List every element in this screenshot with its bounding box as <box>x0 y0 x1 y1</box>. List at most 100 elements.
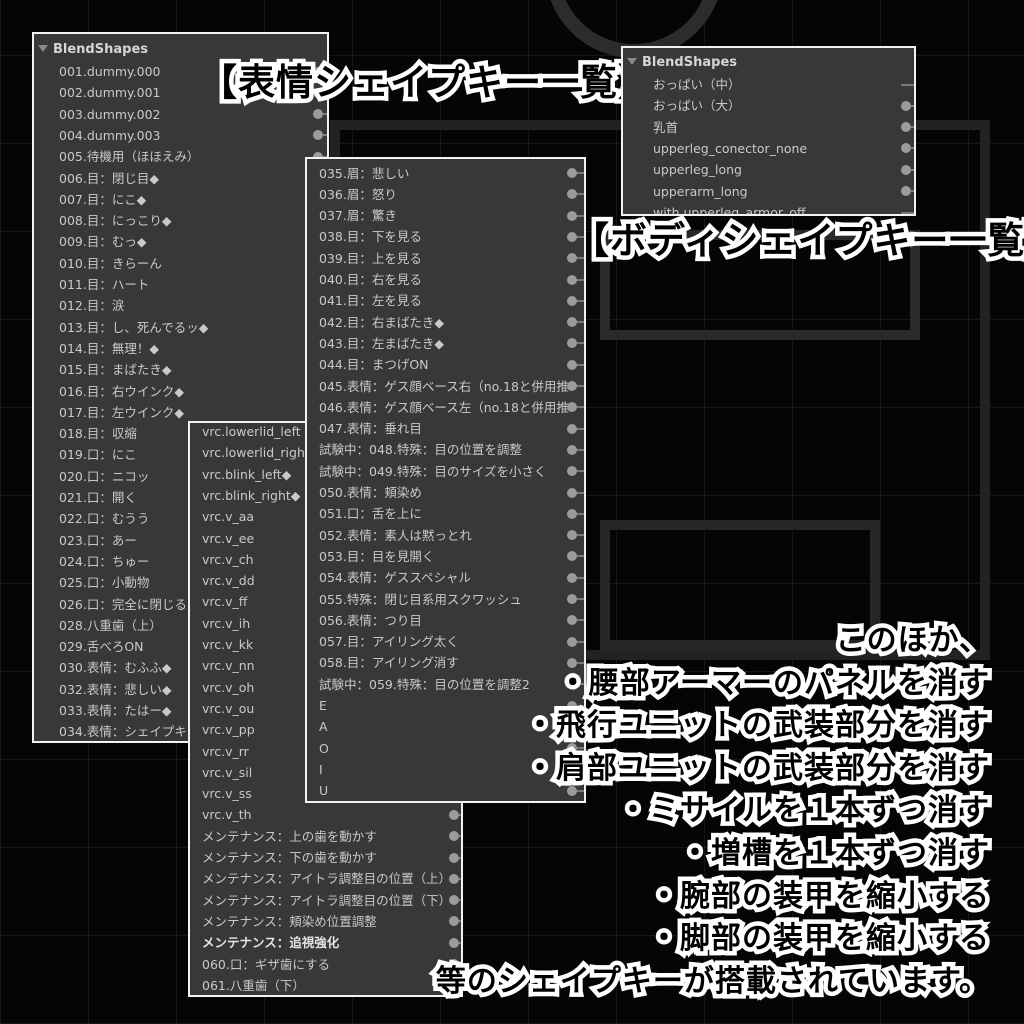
blendshape-row[interactable]: 040.目：右を見る <box>307 269 584 290</box>
blendshape-row[interactable]: 011.目：ハート <box>34 274 327 295</box>
blendshape-label: 056.表情：つり目 <box>319 612 422 628</box>
blendshape-row[interactable]: 052.表情：素人は黙っとれ <box>307 525 584 546</box>
blendshape-row[interactable]: メンテナンス：下の歯を動かす <box>190 847 461 868</box>
blendshape-row[interactable]: 058.目：アイリング消す <box>307 652 584 673</box>
blendshape-row[interactable]: 061.八重歯（下） <box>190 975 461 995</box>
blendshape-row[interactable]: 035.眉：悲しい <box>307 163 584 184</box>
blendshape-row[interactable]: 試験中：048.特殊：目の位置を調整 <box>307 439 584 460</box>
blendshape-row[interactable]: with upperleg_armor_off <box>623 202 914 214</box>
blendshape-row[interactable]: 038.目：下を見る <box>307 226 584 247</box>
blendshape-row[interactable]: メンテナンス：アイトラ調整目の位置（上） <box>190 868 461 889</box>
blendshape-row[interactable]: 002.dummy.001 <box>34 82 327 103</box>
blendshape-label: 046.表情：ゲス顔ベース左（no.18と併用推奨 <box>319 399 569 415</box>
blendshape-row[interactable]: upperleg_long <box>623 159 914 180</box>
blendshape-row[interactable]: 005.待機用（ほほえみ） <box>34 146 327 167</box>
blendshape-row[interactable]: upperarm_long <box>623 181 914 202</box>
blendshape-row[interactable]: 004.dummy.003 <box>34 125 327 146</box>
blendshape-row[interactable]: 014.目：無理！◆ <box>34 338 327 359</box>
blendshape-row[interactable]: 試験中：049.特殊：目のサイズを小さく <box>307 461 584 482</box>
blendshape-row[interactable]: 008.目：にっこり◆ <box>34 210 327 231</box>
blendshape-row[interactable]: 047.表情：垂れ目 <box>307 418 584 439</box>
blendshape-row[interactable]: vrc.v_th <box>190 804 461 825</box>
circle-dot-icon <box>567 679 584 690</box>
blendshape-row[interactable]: 013.目：し、死んでるッ◆ <box>34 317 327 338</box>
circle-dot-icon <box>449 852 461 863</box>
blendshape-row[interactable]: 057.目：アイリング太く <box>307 631 584 652</box>
blendshape-row[interactable]: 007.目：にこ◆ <box>34 189 327 210</box>
foldout-label: BlendShapes <box>53 42 148 57</box>
blendshapes-foldout[interactable]: BlendShapes <box>38 39 148 60</box>
blendshape-row[interactable]: 017.目：左ウインク◆ <box>34 402 327 423</box>
circle-dot-icon <box>567 572 584 583</box>
blendshape-label: vrc.v_ee <box>202 530 255 546</box>
blendshape-row[interactable]: upperleg_conector_none <box>623 138 914 159</box>
blendshape-row[interactable]: 乳首 <box>623 117 914 138</box>
blendshape-row[interactable]: 060.口：ギザ歯にする <box>190 954 461 975</box>
circle-dot-icon <box>567 210 584 221</box>
blendshape-row[interactable]: 003.dummy.002 <box>34 104 327 125</box>
face-shapekey-title: 【表情シェイプキー一覧】 <box>196 57 660 109</box>
blendshape-row[interactable]: おっぱい（大） <box>623 95 914 116</box>
blendshape-row[interactable]: A <box>307 716 584 737</box>
blendshape-row[interactable]: O <box>307 738 584 759</box>
blendshape-row[interactable]: 012.目：涙 <box>34 295 327 316</box>
blendshape-label: vrc.v_kk <box>202 637 254 652</box>
blendshape-row[interactable]: 044.目：まつげON <box>307 354 584 375</box>
blendshape-row[interactable]: メンテナンス：上の歯を動かす <box>190 826 461 847</box>
blendshape-label: 040.目：右を見る <box>319 272 422 287</box>
blendshape-row[interactable]: 016.目：右ウインク◆ <box>34 381 327 402</box>
blendshape-row[interactable]: 006.目：閉じ目◆ <box>34 168 327 189</box>
blendshape-label: 024.口：ちゅー <box>59 553 150 569</box>
blendshape-row[interactable]: メンテナンス：アイトラ調整目の位置（下） <box>190 890 461 911</box>
blendshape-row[interactable]: 053.目：目を見開く <box>307 546 584 567</box>
blendshape-row[interactable]: 054.表情：ゲススペシャル <box>307 567 584 588</box>
blendshape-row[interactable]: I <box>307 759 584 780</box>
blendshape-label: メンテナンス：アイトラ調整目の位置（上） <box>202 871 452 887</box>
blendshape-row[interactable]: 043.目：左まばたき◆ <box>307 333 584 354</box>
blendshape-row[interactable]: 001.dummy.000 <box>34 61 327 82</box>
blendshape-row[interactable]: 042.目：右まばたき◆ <box>307 312 584 333</box>
blendshape-label: 004.dummy.003 <box>59 127 161 143</box>
circle-dot-icon <box>567 466 584 477</box>
feature-notes: このほか、 ・腰部アーマーのパネルを消す ・飛行ユニットの武装部分を消す ・肩部… <box>431 619 993 1004</box>
blendshape-label: vrc.lowerlid_right <box>202 445 310 461</box>
blendshape-row[interactable]: 046.表情：ゲス顔ベース左（no.18と併用推奨 <box>307 397 584 418</box>
blendshape-label: vrc.v_oh <box>202 679 255 695</box>
blendshape-label: 032.表情：悲しい◆ <box>59 681 172 697</box>
blendshape-row[interactable]: U <box>307 780 584 801</box>
circle-dot-icon <box>901 122 914 133</box>
circle-dot-icon <box>567 636 584 647</box>
blendshape-row[interactable]: メンテナンス：追視強化 <box>190 932 461 953</box>
blendshape-label: 007.目：にこ◆ <box>59 191 147 207</box>
blendshape-label: 045.表情：ゲス顔ベース右（no.18と併用推奨 <box>319 378 569 394</box>
blendshape-row[interactable]: 009.目：むっ◆ <box>34 231 327 252</box>
blendshape-row[interactable]: 010.目：きらーん <box>34 253 327 274</box>
blendshape-row[interactable]: 055.特殊：閉じ目系用スクワッシュ <box>307 589 584 610</box>
blendshape-row[interactable]: 036.眉：怒り <box>307 184 584 205</box>
blendshape-row[interactable]: 039.目：上を見る <box>307 248 584 269</box>
blendshape-label: vrc.v_ff <box>202 594 248 610</box>
blendshape-label: おっぱい（大） <box>653 98 741 114</box>
triangle-down-icon <box>38 45 48 52</box>
blendshape-label: 018.目：収縮 <box>59 426 137 442</box>
blendshape-label: 028.八重歯（上） <box>59 617 162 633</box>
blendshape-row[interactable]: E <box>307 695 584 716</box>
blendshape-row[interactable]: おっぱい（中） <box>623 74 914 95</box>
blendshape-row[interactable]: メンテナンス：頬染め位置調整 <box>190 911 461 932</box>
circle-dot-icon <box>567 764 584 775</box>
blendshape-row[interactable]: 015.目：まばたき◆ <box>34 359 327 380</box>
blendshape-row[interactable]: 045.表情：ゲス顔ベース右（no.18と併用推奨 <box>307 376 584 397</box>
blendshape-label: 021.口：開く <box>59 490 137 505</box>
blendshape-row[interactable]: 037.眉：驚き <box>307 205 584 226</box>
slot-dash-icon <box>901 84 914 86</box>
blendshape-row[interactable]: 051.口：舌を上に <box>307 503 584 524</box>
blendshape-row[interactable]: 041.目：左を見る <box>307 290 584 311</box>
blendshape-label: 002.dummy.001 <box>59 85 161 101</box>
blendshape-label: 010.目：きらーん <box>59 255 162 271</box>
blendshape-row[interactable]: 050.表情：頬染め <box>307 482 584 503</box>
blendshape-row[interactable]: 試験中：059.特殊：目の位置を調整2 <box>307 674 584 695</box>
circle-dot-icon <box>567 359 584 370</box>
note-line: 等のシェイプキーが搭載されています。 <box>431 959 993 1003</box>
blendshapes-foldout[interactable]: BlendShapes <box>627 52 737 73</box>
blendshape-row[interactable]: 056.表情：つり目 <box>307 610 584 631</box>
